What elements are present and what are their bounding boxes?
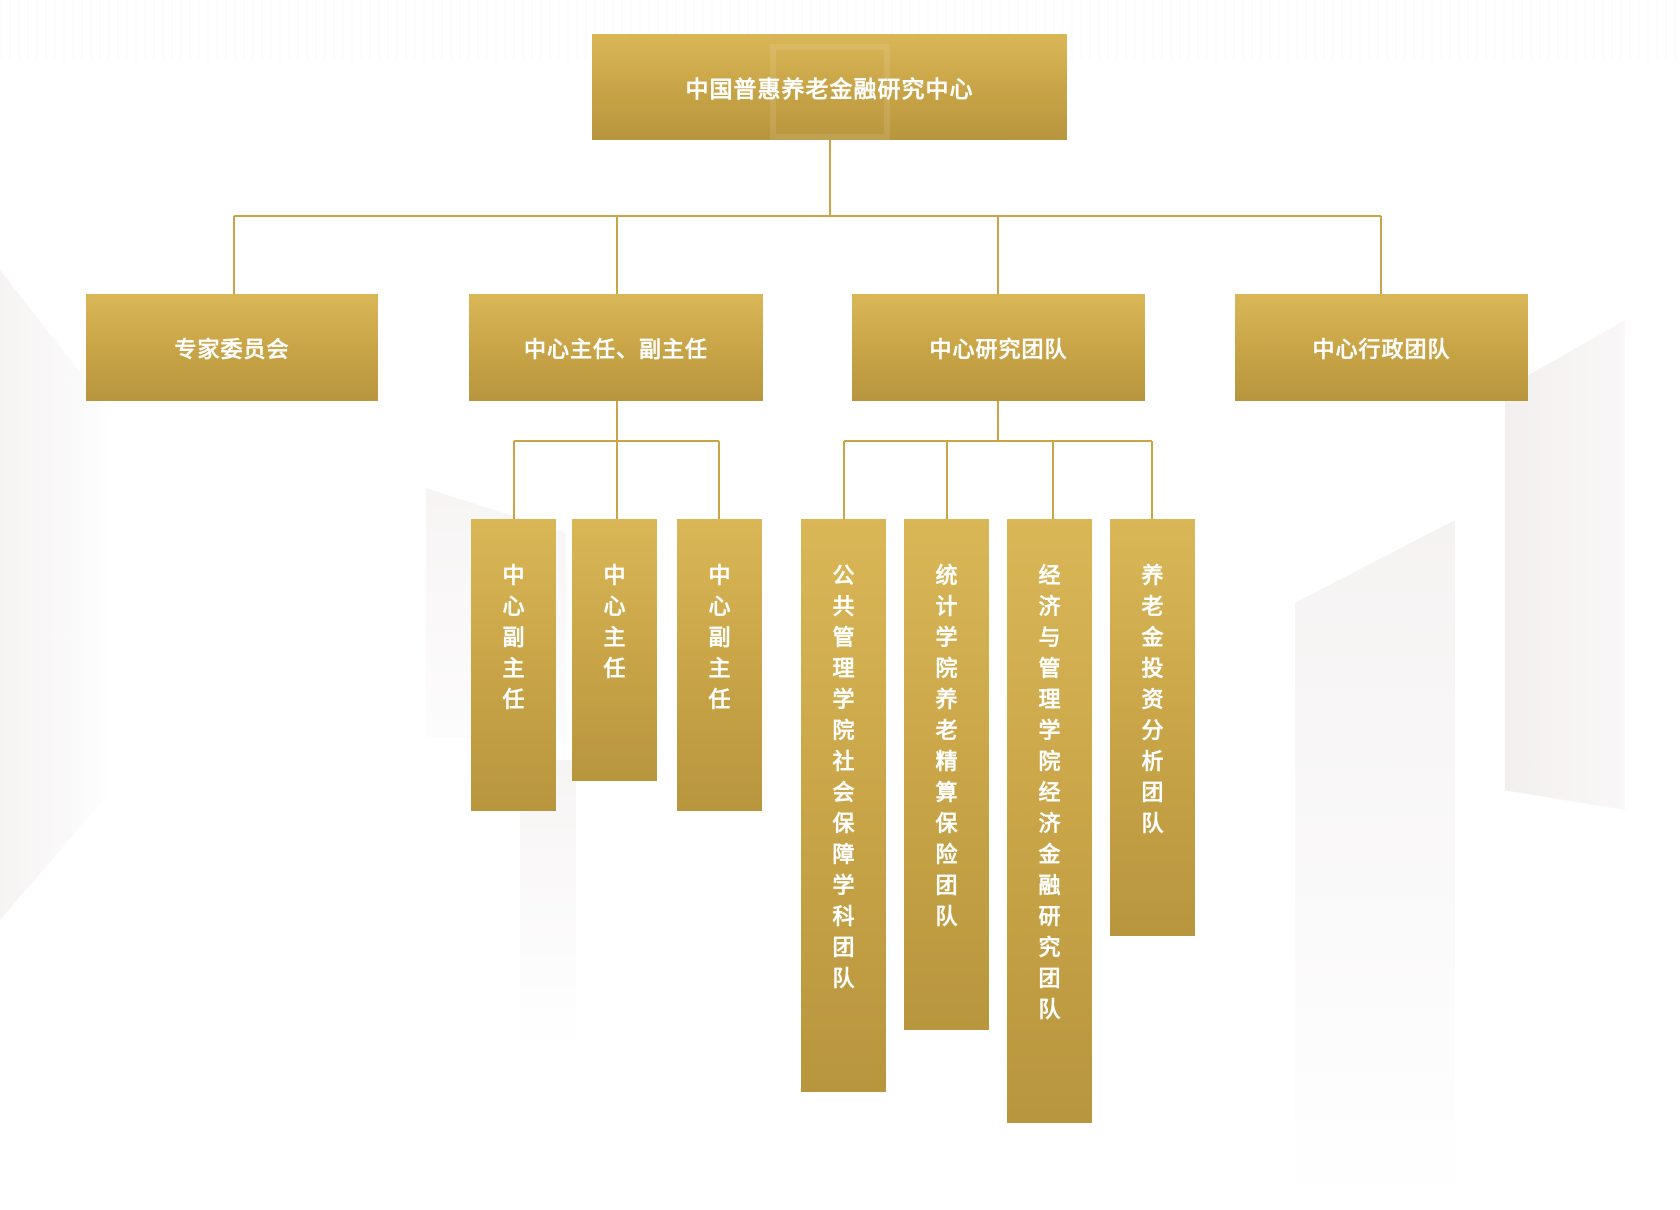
node-team-pension-investment: 养老金投资分析团队 bbox=[1110, 519, 1195, 936]
node-admin-team: 中心行政团队 bbox=[1235, 294, 1528, 401]
node-team-statistics-label: 统计学院养老精算保险团队 bbox=[935, 564, 958, 930]
node-team-statistics: 统计学院养老精算保险团队 bbox=[904, 519, 989, 1030]
node-leadership: 中心主任、副主任 bbox=[469, 294, 763, 401]
node-expert-committee-label: 专家委员会 bbox=[174, 337, 290, 363]
node-admin-team-label: 中心行政团队 bbox=[1312, 337, 1451, 363]
node-team-econ-mgmt: 经济与管理学院经济金融研究团队 bbox=[1007, 519, 1092, 1123]
root-node-label: 中国普惠养老金融研究中心 bbox=[685, 77, 974, 103]
node-research-team-label: 中心研究团队 bbox=[929, 337, 1068, 363]
node-deputy-director-2: 中心副主任 bbox=[677, 519, 762, 811]
node-team-econ-mgmt-label: 经济与管理学院经济金融研究团队 bbox=[1038, 564, 1061, 1023]
node-deputy-director-2-label: 中心副主任 bbox=[708, 564, 731, 713]
node-team-public-admin: 公共管理学院社会保障学科团队 bbox=[801, 519, 886, 1092]
node-team-public-admin-label: 公共管理学院社会保障学科团队 bbox=[832, 564, 855, 992]
node-deputy-director-1: 中心副主任 bbox=[471, 519, 556, 811]
node-expert-committee: 专家委员会 bbox=[86, 294, 378, 401]
node-deputy-director-1-label: 中心副主任 bbox=[502, 564, 525, 713]
node-team-pension-investment-label: 养老金投资分析团队 bbox=[1141, 564, 1164, 837]
node-leadership-label: 中心主任、副主任 bbox=[523, 337, 708, 363]
node-director-label: 中心主任 bbox=[603, 564, 626, 682]
node-research-team: 中心研究团队 bbox=[852, 294, 1145, 401]
root-watermark bbox=[770, 44, 890, 140]
root-node: 中国普惠养老金融研究中心 bbox=[592, 34, 1067, 140]
node-director: 中心主任 bbox=[572, 519, 657, 781]
